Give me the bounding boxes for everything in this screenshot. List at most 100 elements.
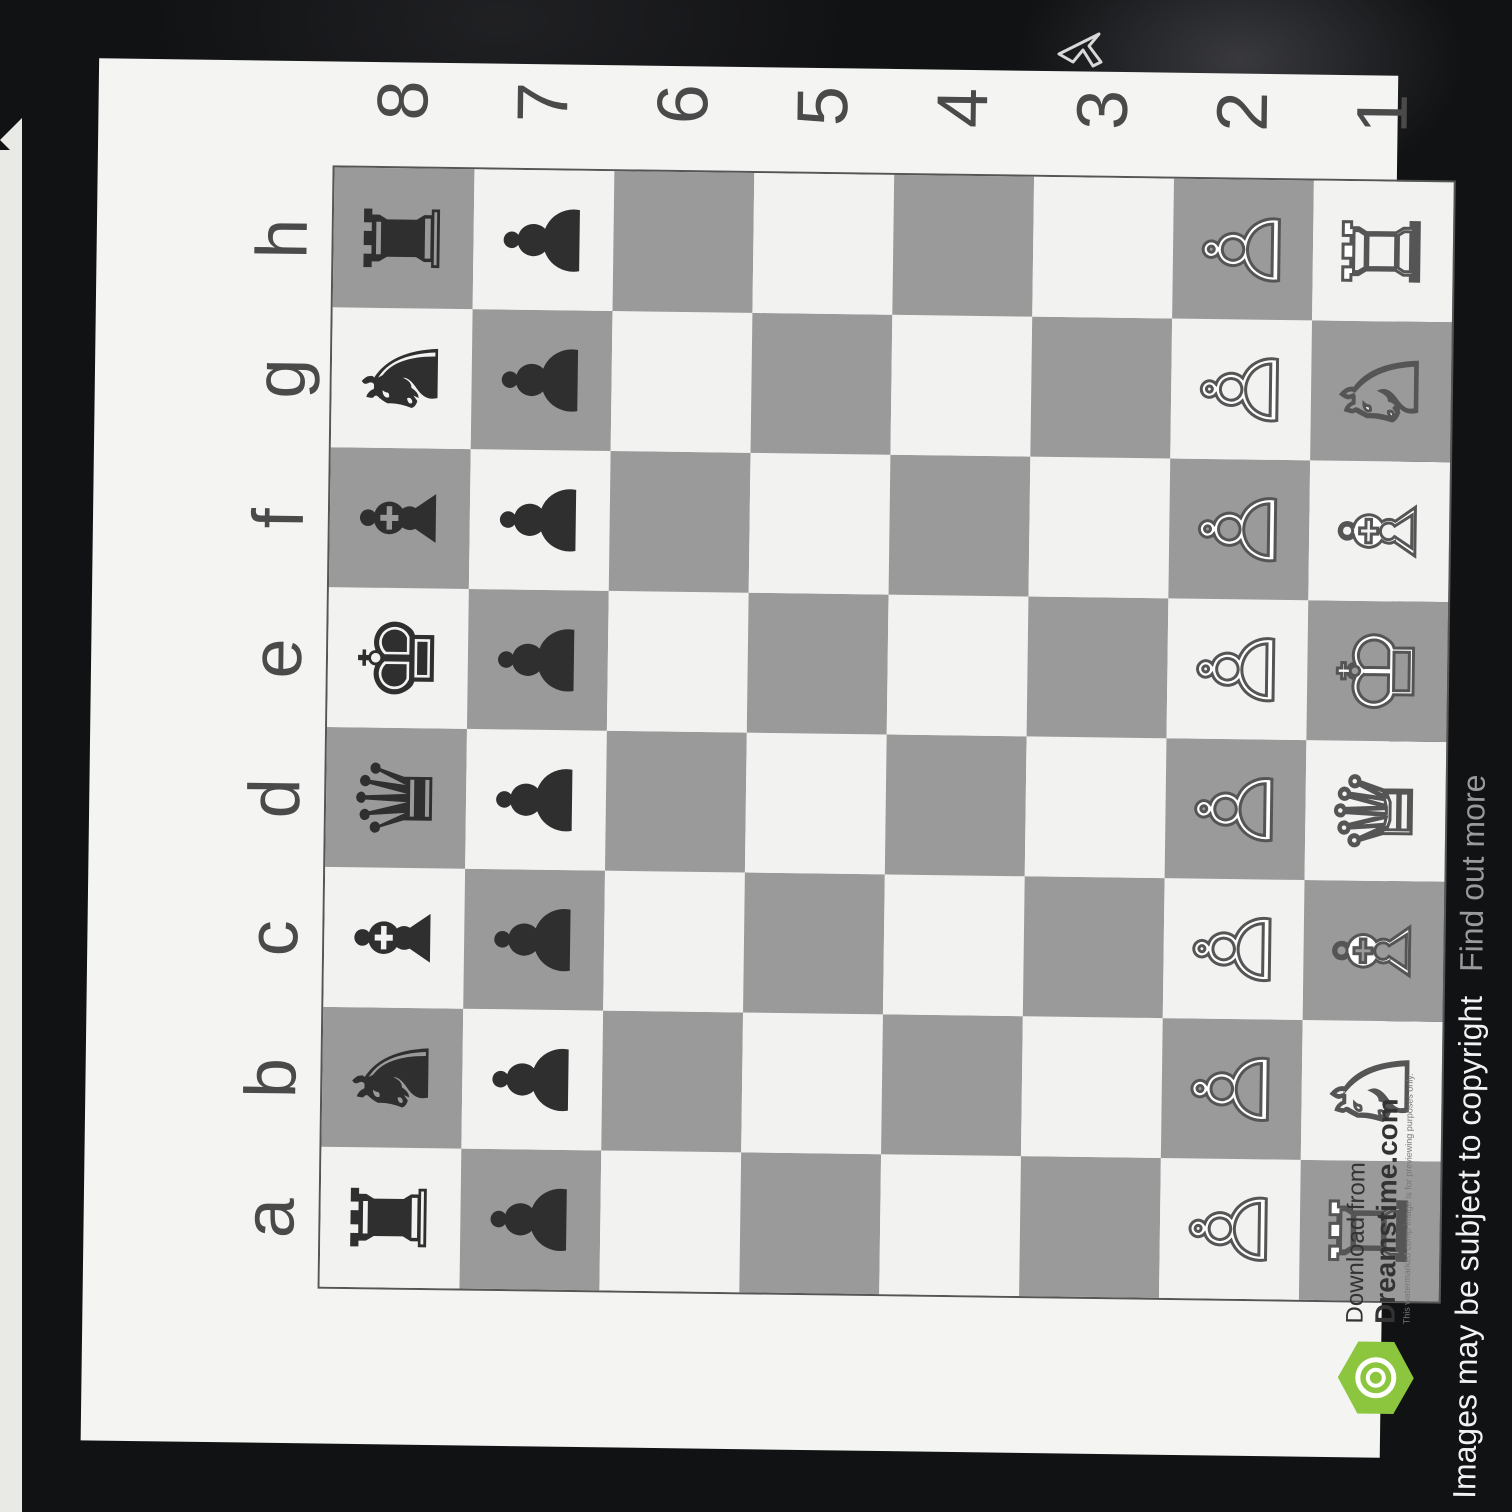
black-piece-a7[interactable]: ♟: [468, 1172, 592, 1267]
square-c2[interactable]: ♙: [1162, 878, 1305, 1020]
square-h4[interactable]: [892, 174, 1035, 317]
square-c7[interactable]: ♟: [463, 868, 606, 1011]
square-b7[interactable]: ♟: [461, 1008, 604, 1151]
square-b2[interactable]: ♙: [1160, 1018, 1303, 1160]
black-piece-f7[interactable]: ♟: [478, 472, 602, 568]
white-piece-d2[interactable]: ♙: [1172, 760, 1298, 858]
square-c3[interactable]: [1022, 876, 1165, 1019]
black-piece-h7[interactable]: ♟: [481, 192, 606, 288]
square-f7[interactable]: ♟: [468, 449, 611, 591]
black-piece-d7[interactable]: ♟: [474, 752, 598, 848]
find-out-more-link[interactable]: Find out more: [1452, 774, 1492, 973]
square-h2[interactable]: ♙: [1172, 178, 1314, 321]
square-d8[interactable]: ♛: [325, 727, 467, 869]
square-e1[interactable]: ♔: [1306, 600, 1449, 743]
square-g4[interactable]: [890, 314, 1033, 457]
square-d6[interactable]: [605, 730, 747, 873]
square-d3[interactable]: [1024, 736, 1167, 879]
square-h5[interactable]: [752, 173, 895, 315]
square-g3[interactable]: [1030, 316, 1173, 459]
square-e4[interactable]: [886, 594, 1029, 737]
square-b5[interactable]: [741, 1012, 883, 1155]
square-f8[interactable]: ♝: [328, 447, 471, 589]
square-c4[interactable]: [882, 874, 1025, 1017]
square-h6[interactable]: [612, 171, 755, 313]
square-f6[interactable]: [608, 450, 751, 593]
square-e2[interactable]: ♙: [1166, 598, 1309, 741]
white-piece-c2[interactable]: ♙: [1171, 900, 1297, 998]
square-g8[interactable]: ♞: [330, 307, 473, 450]
square-a8[interactable]: ♜: [319, 1146, 462, 1289]
square-b4[interactable]: [881, 1014, 1023, 1157]
white-piece-h2[interactable]: ♙: [1180, 201, 1306, 299]
square-h8[interactable]: ♜: [332, 167, 475, 310]
square-g1[interactable]: ♘: [1310, 320, 1452, 463]
square-e5[interactable]: [746, 592, 889, 735]
black-piece-g8[interactable]: ♞: [340, 330, 464, 426]
dreamstime-logo-icon: [1337, 1341, 1414, 1414]
square-d2[interactable]: ♙: [1164, 738, 1307, 881]
square-d7[interactable]: ♟: [465, 728, 607, 871]
black-piece-b7[interactable]: ♟: [470, 1032, 594, 1127]
square-g7[interactable]: ♟: [470, 309, 613, 451]
square-h1[interactable]: ♖: [1312, 180, 1454, 323]
square-g6[interactable]: [610, 311, 753, 453]
black-piece-f8[interactable]: ♝: [338, 470, 462, 566]
white-piece-g1[interactable]: ♘: [1318, 342, 1444, 440]
white-piece-e2[interactable]: ♙: [1174, 620, 1300, 718]
square-b6[interactable]: [601, 1010, 744, 1153]
square-c5[interactable]: [743, 872, 885, 1015]
square-b3[interactable]: [1020, 1016, 1163, 1158]
square-d5[interactable]: [744, 732, 887, 875]
white-piece-g2[interactable]: ♙: [1178, 341, 1304, 439]
black-piece-c8[interactable]: ♝: [332, 890, 456, 986]
square-c8[interactable]: ♝: [323, 866, 466, 1009]
square-f1[interactable]: ♗: [1308, 460, 1451, 603]
square-f2[interactable]: ♙: [1168, 458, 1311, 601]
arrow-cursor-icon: [1057, 32, 1103, 68]
square-g5[interactable]: [750, 312, 893, 455]
square-a3[interactable]: [1019, 1156, 1161, 1298]
white-piece-d1[interactable]: ♕: [1312, 762, 1438, 860]
square-a5[interactable]: [739, 1152, 882, 1295]
square-d1[interactable]: ♕: [1304, 740, 1447, 882]
black-piece-g7[interactable]: ♟: [480, 332, 604, 428]
square-a2[interactable]: ♙: [1158, 1157, 1301, 1300]
square-a4[interactable]: [879, 1154, 1021, 1296]
rank-label-8: 8: [363, 79, 444, 121]
square-h7[interactable]: ♟: [472, 169, 615, 312]
square-e7[interactable]: ♟: [466, 588, 609, 731]
black-piece-a8[interactable]: ♜: [328, 1170, 453, 1266]
white-piece-e1[interactable]: ♔: [1314, 622, 1440, 720]
white-piece-f2[interactable]: ♙: [1176, 480, 1302, 578]
black-piece-c7[interactable]: ♟: [472, 892, 596, 988]
square-f4[interactable]: [888, 454, 1031, 597]
square-b8[interactable]: ♞: [321, 1006, 464, 1149]
square-f3[interactable]: [1028, 456, 1171, 599]
black-piece-h8[interactable]: ♜: [342, 190, 466, 286]
white-piece-a2[interactable]: ♙: [1167, 1180, 1293, 1278]
square-e8[interactable]: ♚: [327, 587, 469, 729]
white-piece-b2[interactable]: ♙: [1169, 1040, 1295, 1138]
download-from-label: Download from: [1341, 1162, 1371, 1324]
square-c6[interactable]: [603, 870, 745, 1013]
rank-label-2: 2: [1202, 91, 1284, 133]
square-d4[interactable]: [884, 734, 1027, 877]
square-h3[interactable]: [1032, 176, 1174, 319]
black-piece-d8[interactable]: ♛: [334, 750, 458, 846]
square-f5[interactable]: [748, 452, 891, 595]
square-e3[interactable]: [1026, 596, 1169, 739]
square-a7[interactable]: ♟: [459, 1148, 602, 1291]
square-g2[interactable]: ♙: [1170, 318, 1313, 461]
black-piece-b8[interactable]: ♞: [330, 1030, 454, 1126]
white-piece-h1[interactable]: ♖: [1320, 203, 1446, 301]
file-label-b: b: [231, 1057, 312, 1099]
square-a6[interactable]: [599, 1150, 742, 1293]
window-edge: [0, 150, 22, 1512]
white-piece-f1[interactable]: ♗: [1316, 482, 1442, 580]
black-piece-e7[interactable]: ♟: [476, 612, 600, 708]
square-e6[interactable]: [606, 590, 749, 733]
black-piece-e8[interactable]: ♚: [336, 610, 460, 706]
